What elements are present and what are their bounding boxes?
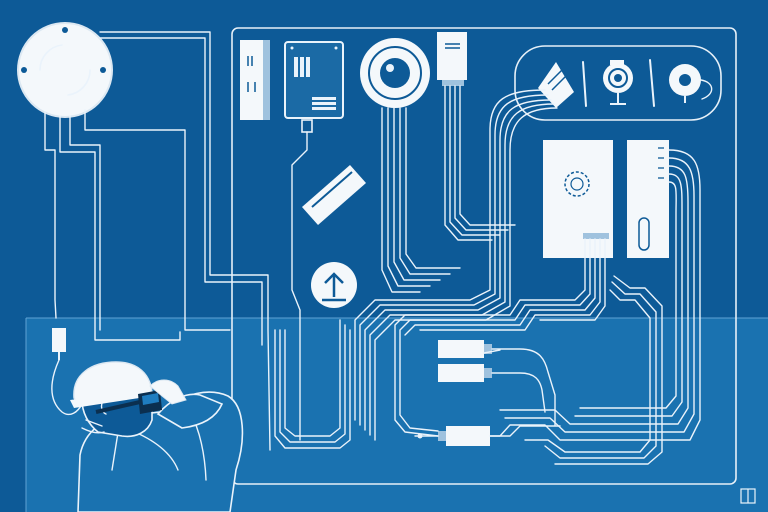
- cable-speaker-d: [99, 31, 271, 451]
- patch-module-lower: [438, 364, 492, 382]
- wall-panel-left: [543, 140, 613, 258]
- cable-plug-worker: [51, 359, 83, 416]
- plug-icon: [52, 328, 66, 360]
- worker-with-hardhat-icon: [70, 361, 244, 512]
- camera-lens-icon: [360, 38, 430, 108]
- cable-speaker-e: [99, 37, 263, 346]
- fiber-cable-bundle-icon: [538, 62, 574, 108]
- dome-camera-icon: [603, 60, 633, 105]
- board-connector-icon: [301, 119, 313, 133]
- wall-panel-right: [627, 140, 669, 258]
- diagonal-connector-icon: [302, 165, 366, 225]
- cable-speaker-c: [84, 109, 231, 331]
- cable-speaker-plug: [44, 111, 57, 319]
- main-enclosure-outline: [231, 27, 737, 485]
- inline-coupler-icon: [438, 426, 490, 446]
- circuit-board-icon: [284, 41, 344, 119]
- cable-speaker-a: [59, 115, 181, 341]
- cable-runs: [44, 31, 701, 465]
- round-speaker-icon: [17, 22, 113, 118]
- vertical-module-icon: [240, 40, 270, 120]
- cable-board-down: [291, 131, 308, 441]
- corner-mark-icon: [740, 488, 756, 504]
- up-arrow-icon: [311, 262, 357, 308]
- cable-speaker-b: [69, 115, 101, 331]
- patch-module-upper: [438, 340, 492, 358]
- junction-box-icon: [437, 32, 467, 86]
- camera-shelf-outline: [514, 45, 722, 121]
- webcam-icon: [669, 64, 713, 103]
